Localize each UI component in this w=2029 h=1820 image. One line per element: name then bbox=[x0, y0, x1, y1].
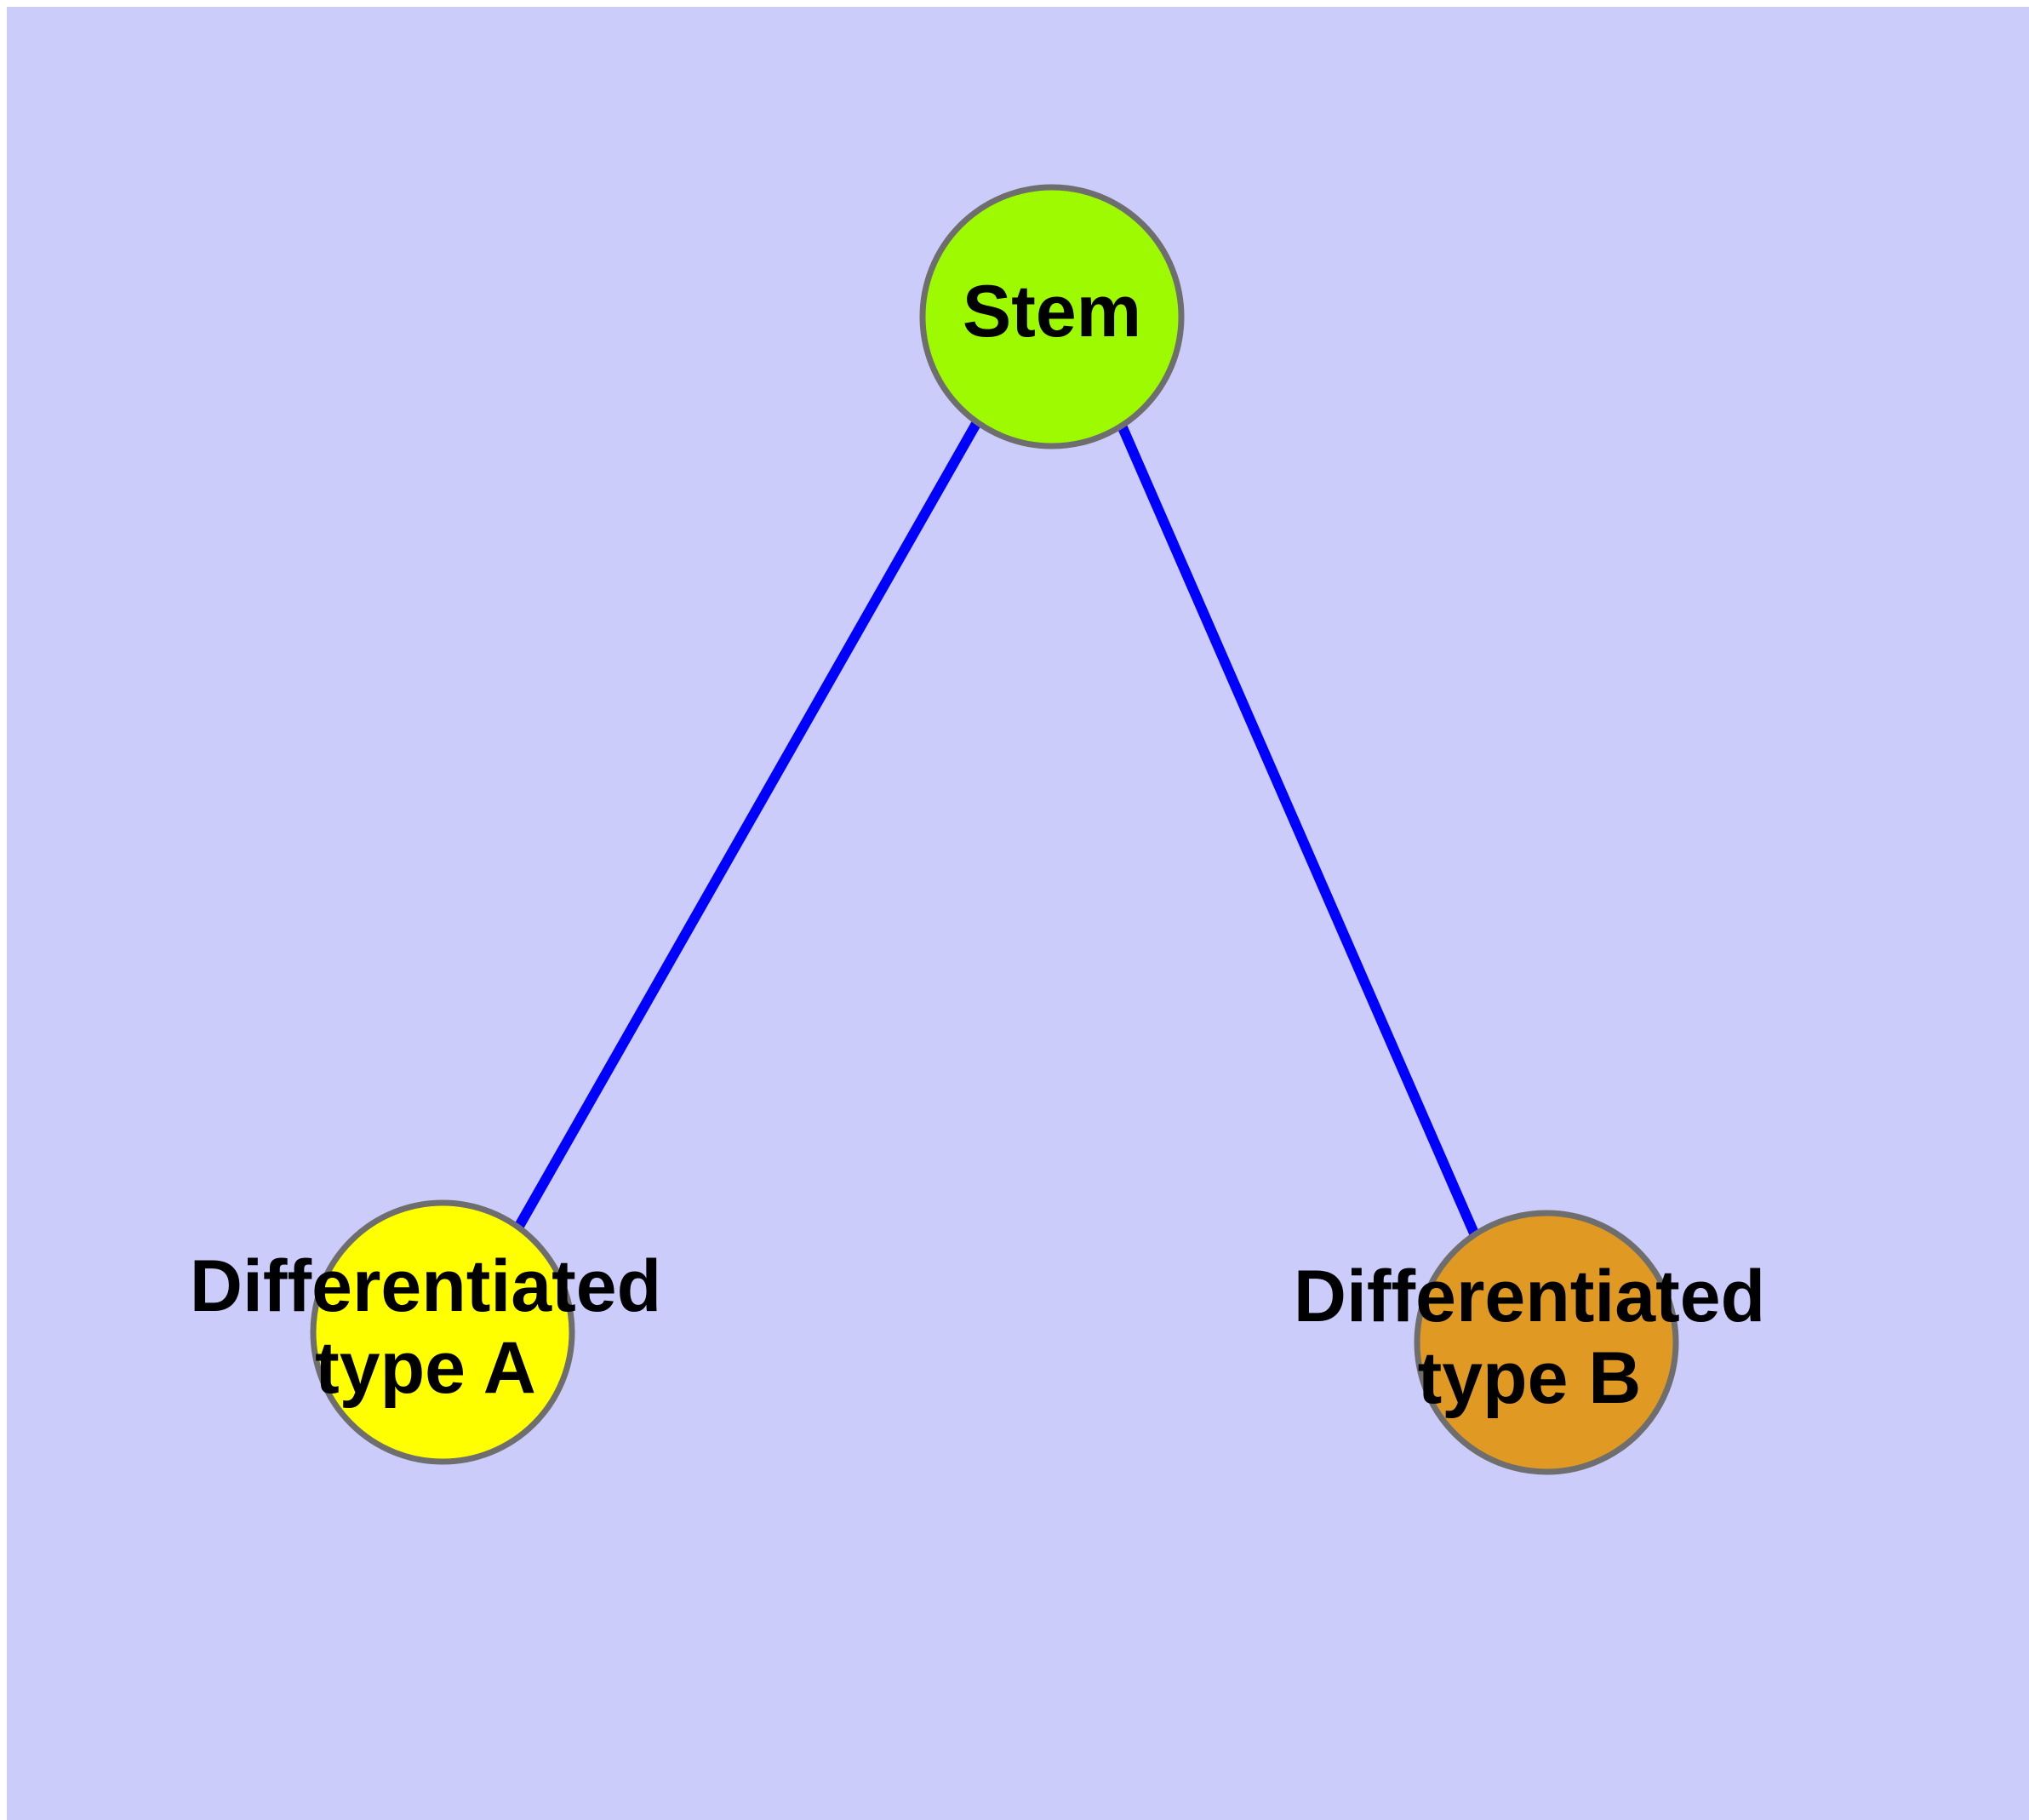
node-label-line: Differentiated bbox=[1294, 1256, 1765, 1337]
edge-stem-to-diff-b[interactable] bbox=[1117, 423, 1480, 1238]
node-label-stem: Stem bbox=[963, 271, 1141, 352]
node-label-line: type B bbox=[1418, 1337, 1642, 1419]
node-label-line: Differentiated bbox=[190, 1245, 661, 1327]
node-circle-diff-b[interactable] bbox=[1414, 1210, 1679, 1475]
node-label-line: Stem bbox=[963, 271, 1141, 352]
node-stem[interactable]: Stem bbox=[919, 184, 1185, 449]
node-label-line: type A bbox=[315, 1327, 536, 1409]
node-circle-stem[interactable] bbox=[919, 184, 1185, 449]
edges-group bbox=[513, 420, 1480, 1238]
node-circle-diff-a[interactable] bbox=[310, 1199, 575, 1465]
edge-stem-to-diff-a[interactable] bbox=[513, 420, 982, 1230]
